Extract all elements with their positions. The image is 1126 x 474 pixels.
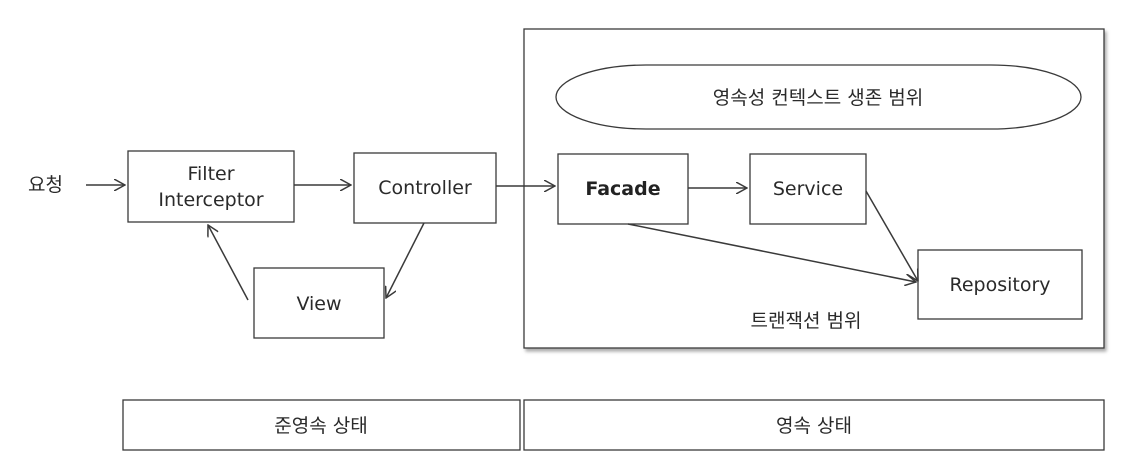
request-label: 요청 — [28, 174, 63, 196]
service-box — [749, 153, 867, 225]
arrow-controller-to-view — [386, 222, 425, 298]
repository-box — [917, 249, 1083, 320]
transaction-scope-label: 트랜잭션 범위 — [751, 310, 862, 332]
view-label: View — [296, 293, 341, 315]
arrow-view-to-filter — [208, 225, 249, 301]
persistent-state-label: 영속 상태 — [776, 415, 852, 437]
view-box — [253, 267, 385, 339]
arrow-service-to-repository — [865, 190, 918, 281]
persistence-context-ellipse — [555, 64, 1082, 130]
filter-label: Filter — [187, 163, 234, 185]
repository-label: Repository — [949, 274, 1050, 296]
facade-box — [557, 153, 689, 225]
semi-persistent-state-bar — [122, 399, 521, 451]
filter-interceptor-box — [127, 150, 295, 223]
persistent-state-bar — [523, 399, 1105, 451]
persistence-context-label: 영속성 컨텍스트 생존 범위 — [713, 87, 923, 109]
interceptor-label: Interceptor — [158, 189, 263, 211]
service-label: Service — [773, 178, 843, 200]
facade-label: Facade — [585, 178, 660, 200]
controller-box — [353, 152, 497, 224]
controller-label: Controller — [378, 177, 472, 199]
semi-persistent-state-label: 준영속 상태 — [274, 415, 367, 437]
arrow-facade-to-repository — [627, 223, 916, 282]
